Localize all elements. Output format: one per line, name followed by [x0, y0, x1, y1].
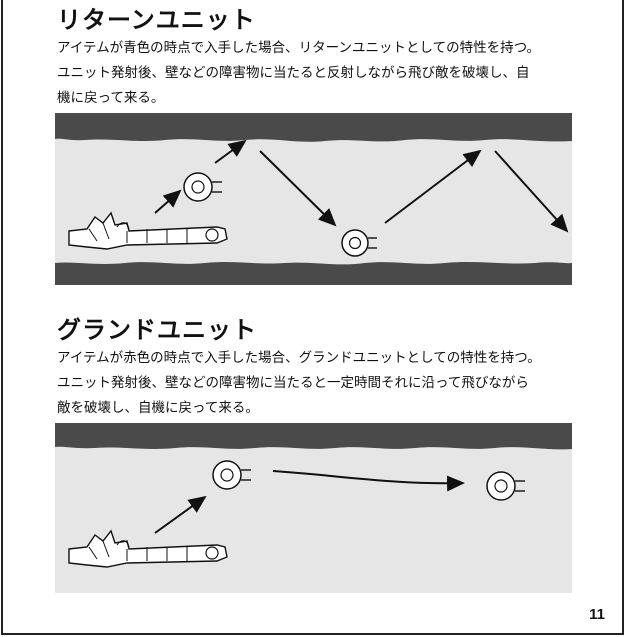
- arrow-icon: [259, 150, 337, 227]
- arrow-icon: [214, 139, 247, 164]
- ground-unit-illustration: [55, 423, 572, 593]
- arrow-icon: [494, 150, 569, 233]
- ceiling-wall: [55, 113, 572, 142]
- description-line: アイテムが赤色の時点で入手した場合、グランドユニットとしての特性を持つ。: [57, 350, 541, 366]
- ceiling-wall: [55, 423, 572, 450]
- arrow-icon: [384, 149, 482, 224]
- return-unit-illustration: [55, 113, 572, 285]
- return-unit-description: アイテムが青色の時点で入手した場合、リターンユニットとしての特性を持つ。 ユニッ…: [57, 36, 540, 111]
- unit-illustration: [212, 460, 251, 490]
- floor-background: [55, 423, 572, 593]
- description-line: ユニット発射後、壁などの障害物に当たると一定時間それに沿って飛びながら: [57, 375, 529, 391]
- description-line: 敵を破壊し、自機に戻って来る。: [57, 400, 259, 416]
- floor-wall: [55, 262, 572, 285]
- ship-illustration: [68, 529, 228, 568]
- arrow-icon: [272, 470, 465, 492]
- ground-unit-description: アイテムが赤色の時点で入手した場合、グランドユニットとしての特性を持つ。 ユニッ…: [57, 346, 541, 421]
- unit-illustration: [183, 172, 222, 202]
- unit-illustration: [486, 471, 525, 501]
- arrow-icon: [154, 189, 182, 214]
- unit-illustration: [341, 229, 377, 257]
- description-line: アイテムが青色の時点で入手した場合、リターンユニットとしての特性を持つ。: [57, 40, 541, 56]
- return-unit-title: リターンユニット: [57, 6, 256, 34]
- arrow-icon: [154, 495, 207, 534]
- ground-unit-title: グランドユニット: [57, 316, 257, 344]
- description-line: ユニット発射後、壁などの障害物に当たると反射しながら飛び敵を破壊し、自: [57, 65, 530, 81]
- page-number: 11: [589, 606, 605, 623]
- description-line: 機に戻って来る。: [57, 90, 165, 106]
- ship-illustration: [68, 211, 228, 250]
